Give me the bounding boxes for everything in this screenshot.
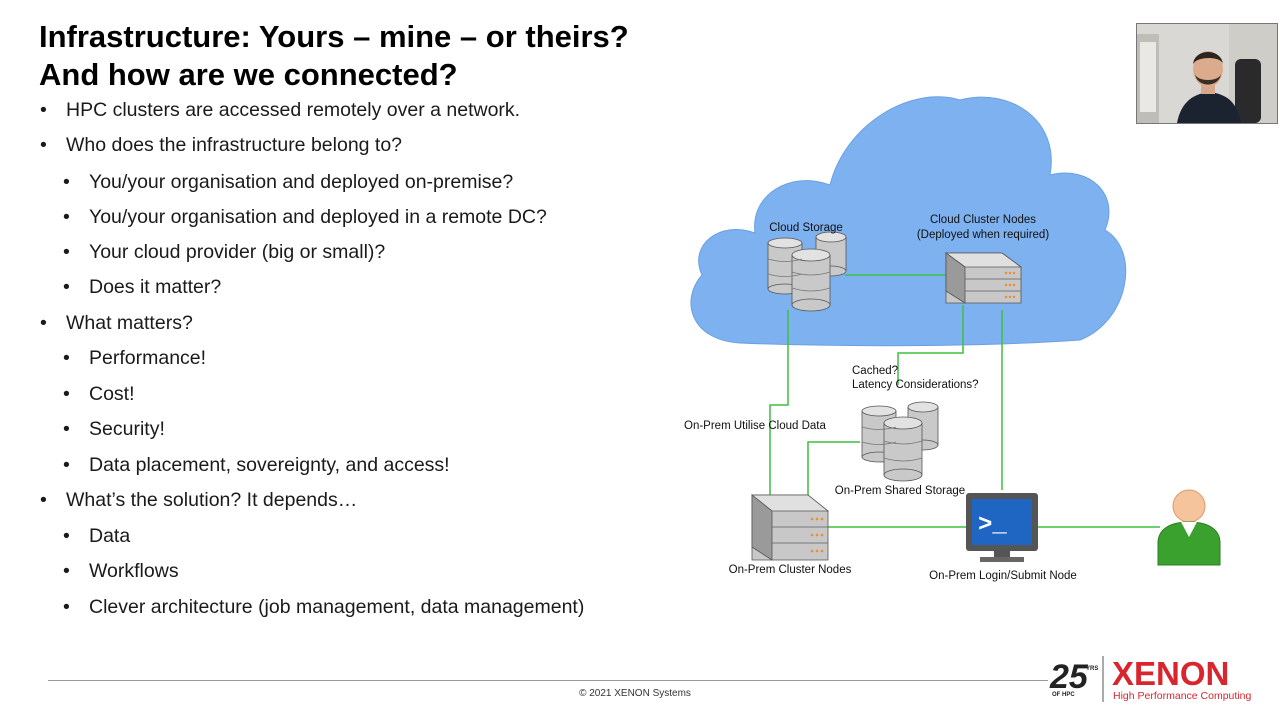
onprem-cluster-server-icon (750, 494, 830, 561)
bullet-marker: • (63, 596, 70, 618)
cloud-storage-database-icon (767, 231, 847, 312)
cloud-nodes-label: Cloud Cluster Nodes (930, 214, 1036, 226)
bullet-marker: • (40, 99, 47, 121)
latency-label: Latency Considerations? (852, 379, 979, 391)
slide-title: Infrastructure: Yours – mine – or theirs… (39, 18, 629, 94)
architecture-diagram: >_ Cloud Storage Cloud Cluster Nodes (De… (684, 96, 1221, 582)
terminal-icon: >_ (966, 493, 1038, 562)
webcam-video[interactable] (1136, 23, 1278, 124)
slide-title-line1: Infrastructure: Yours – mine – or theirs… (39, 19, 629, 54)
user-icon (1157, 489, 1221, 566)
bullet-text: Security! (89, 418, 165, 440)
bullet-marker: • (63, 454, 70, 476)
bullet-text: Does it matter? (89, 276, 222, 298)
bullet-marker: • (40, 489, 47, 511)
bullet-text: Cost! (89, 383, 135, 405)
bullet-text: Your cloud provider (big or small)? (89, 241, 386, 263)
bullet-marker: • (63, 418, 70, 440)
logo-tagline: High Performance Computing (1113, 690, 1251, 702)
login-node-label: On-Prem Login/Submit Node (929, 570, 1077, 582)
bullet-text: Clever architecture (job management, dat… (89, 596, 585, 618)
logo-years: 25 (1049, 658, 1089, 696)
bullet-text: You/your organisation and deployed on-pr… (89, 171, 514, 193)
bullet-text: You/your organisation and deployed in a … (89, 206, 547, 228)
terminal-prompt: >_ (978, 512, 1007, 539)
utilise-cloud-data-label: On-Prem Utilise Cloud Data (684, 420, 826, 432)
cloud-storage-label: Cloud Storage (769, 222, 843, 234)
bullet-marker: • (63, 525, 70, 547)
bullet-text: Workflows (89, 560, 179, 582)
cloud-cluster-server-icon (944, 252, 1023, 304)
bullet-marker: • (40, 312, 47, 334)
bullet-text: Data placement, sovereignty, and access! (89, 454, 450, 476)
logo-brand: XENON (1112, 655, 1229, 692)
cached-label: Cached? (852, 365, 898, 377)
shared-storage-database-icon (861, 401, 939, 482)
webcam-person (1137, 24, 1277, 123)
bullet-text: What matters? (66, 312, 193, 334)
logo-of-hpc: OF HPC (1052, 692, 1075, 698)
cluster-nodes-label: On-Prem Cluster Nodes (729, 564, 852, 576)
logo-yrs: YRS (1086, 666, 1098, 672)
bullet-text: What’s the solution? It depends… (66, 489, 358, 511)
bullet-marker: • (63, 171, 70, 193)
bullet-text: Data (89, 525, 131, 547)
bullet-marker: • (63, 560, 70, 582)
bullet-marker: • (63, 241, 70, 263)
bullet-text: Who does the infrastructure belong to? (66, 134, 403, 156)
bullet-text: HPC clusters are accessed remotely over … (66, 99, 521, 121)
bullet-marker: • (63, 276, 70, 298)
connection-lines (769, 274, 1160, 528)
shared-storage-label: On-Prem Shared Storage (835, 485, 965, 497)
bullet-marker: • (63, 206, 70, 228)
footer-divider (48, 680, 1048, 681)
xenon-logo: 25 YRS OF HPC XENON High Performance Com… (1049, 655, 1251, 702)
cloud-icon (690, 96, 1127, 347)
bullet-marker: • (40, 134, 47, 156)
footer-copyright: © 2021 XENON Systems (579, 688, 691, 699)
bullet-text: Performance! (89, 347, 207, 369)
bullet-marker: • (63, 347, 70, 369)
cloud-nodes-sublabel: (Deployed when required) (917, 229, 1049, 241)
bullet-marker: • (63, 383, 70, 405)
slide-title-line2: And how are we connected? (39, 57, 458, 92)
